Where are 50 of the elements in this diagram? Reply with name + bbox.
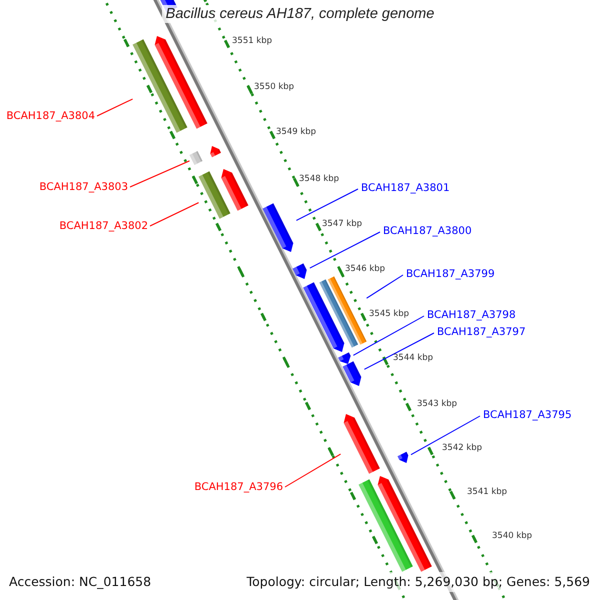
genome-summary-note: Topology: circular; Length: 5,269,030 bp; Genes: 5,569 <box>244 572 592 592</box>
gene-segment <box>378 476 432 572</box>
gene-segment <box>303 282 344 352</box>
leader-line <box>410 416 480 456</box>
gene-segment <box>221 169 248 211</box>
gene-label: BCAH187_A3797 <box>437 326 526 338</box>
gene-segment <box>398 452 408 463</box>
gene-segment <box>262 203 294 252</box>
scale-label: 3551 kbp <box>232 36 272 46</box>
scale-label: 3548 kbp <box>299 174 340 184</box>
leader-line <box>352 316 424 356</box>
leader-line <box>284 454 342 488</box>
gene-segment <box>198 171 230 219</box>
leader-line <box>130 160 190 188</box>
gene-label: BCAH187_A3801 <box>361 182 450 194</box>
gene-label: BCAH187_A3798 <box>427 309 516 321</box>
gene-label: BCAH187_A3795 <box>483 409 572 421</box>
leader-line <box>309 232 380 269</box>
leader-line <box>150 202 200 226</box>
gene-segment <box>328 276 367 345</box>
scale-label: 3545 kbp <box>369 309 410 319</box>
scale-label: 3541 kbp <box>467 487 508 497</box>
gene-segment <box>342 361 362 386</box>
gene-segment <box>189 150 203 166</box>
scale-label: 3547 kbp <box>322 219 362 229</box>
gene-label: BCAH187_A3802 <box>59 220 148 232</box>
scale-label: 3550 kbp <box>254 82 294 92</box>
gene-label: BCAH187_A3799 <box>406 268 495 280</box>
leader-line <box>296 188 358 221</box>
scale-label: 3540 kbp <box>492 531 532 541</box>
gene-segment <box>132 39 188 133</box>
gene-segment <box>358 479 413 572</box>
scale-label: 3542 kbp <box>442 443 482 453</box>
gene-segment <box>292 263 307 279</box>
gene-segment <box>319 279 358 348</box>
gene-segment <box>344 414 380 474</box>
scale-label: 3544 kbp <box>393 353 434 363</box>
scale-label: 3549 kbp <box>276 127 316 137</box>
leader-line <box>96 98 134 116</box>
leader-line <box>366 274 404 299</box>
gene-segment <box>210 146 221 158</box>
gene-segment <box>154 36 208 129</box>
gene-segment <box>338 352 351 364</box>
gene-label: BCAH187_A3804 <box>6 110 95 122</box>
scale-label: 3546 kbp <box>345 264 386 274</box>
gene-label: BCAH187_A3796 <box>194 481 283 493</box>
gene-label: BCAH187_A3803 <box>39 181 128 193</box>
leader-line <box>364 332 434 370</box>
gene-label: BCAH187_A3800 <box>383 225 472 237</box>
scale-label: 3543 kbp <box>417 399 458 409</box>
